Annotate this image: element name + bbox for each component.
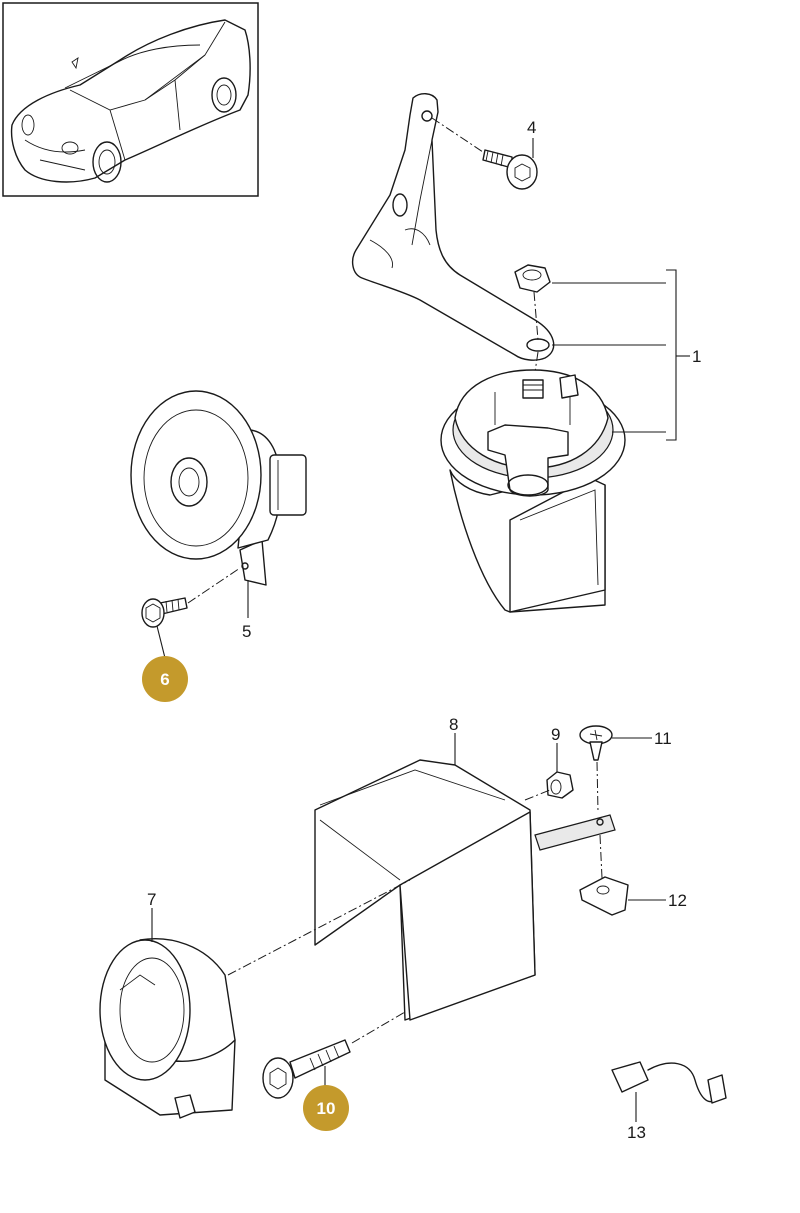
callout-12: 12 bbox=[668, 891, 687, 910]
car-icon bbox=[10, 19, 251, 183]
callout-4: 4 bbox=[527, 118, 536, 137]
bolt-6 bbox=[141, 597, 188, 628]
bolt-10 bbox=[262, 1039, 351, 1099]
clip-12 bbox=[579, 876, 629, 916]
nut-9 bbox=[546, 771, 574, 799]
callout-10: 10 bbox=[317, 1099, 336, 1118]
horn-cover-8 bbox=[314, 759, 616, 1021]
callout-7: 7 bbox=[147, 890, 156, 909]
vehicle-thumbnail bbox=[2, 2, 259, 197]
callout-10-badge[interactable]: 10 bbox=[303, 1085, 349, 1131]
horn-7 bbox=[99, 938, 236, 1119]
leader-6 bbox=[156, 625, 166, 659]
callout-1-bracket bbox=[552, 269, 690, 441]
callout-8: 8 bbox=[449, 715, 458, 734]
nut-1 bbox=[514, 264, 551, 293]
bolt-4 bbox=[482, 149, 538, 190]
callout-1: 1 bbox=[692, 347, 701, 366]
wiring-harness-13 bbox=[611, 1061, 727, 1104]
horn-1 bbox=[440, 369, 626, 613]
callout-13: 13 bbox=[627, 1123, 646, 1142]
callout-11: 11 bbox=[654, 729, 672, 748]
callout-6: 6 bbox=[160, 670, 169, 689]
callout-5: 5 bbox=[242, 622, 251, 641]
horn-5 bbox=[130, 390, 307, 586]
callout-9: 9 bbox=[551, 725, 560, 744]
callout-6-badge[interactable]: 6 bbox=[142, 656, 188, 702]
screw-11 bbox=[579, 725, 613, 761]
horn-bracket bbox=[351, 93, 555, 361]
